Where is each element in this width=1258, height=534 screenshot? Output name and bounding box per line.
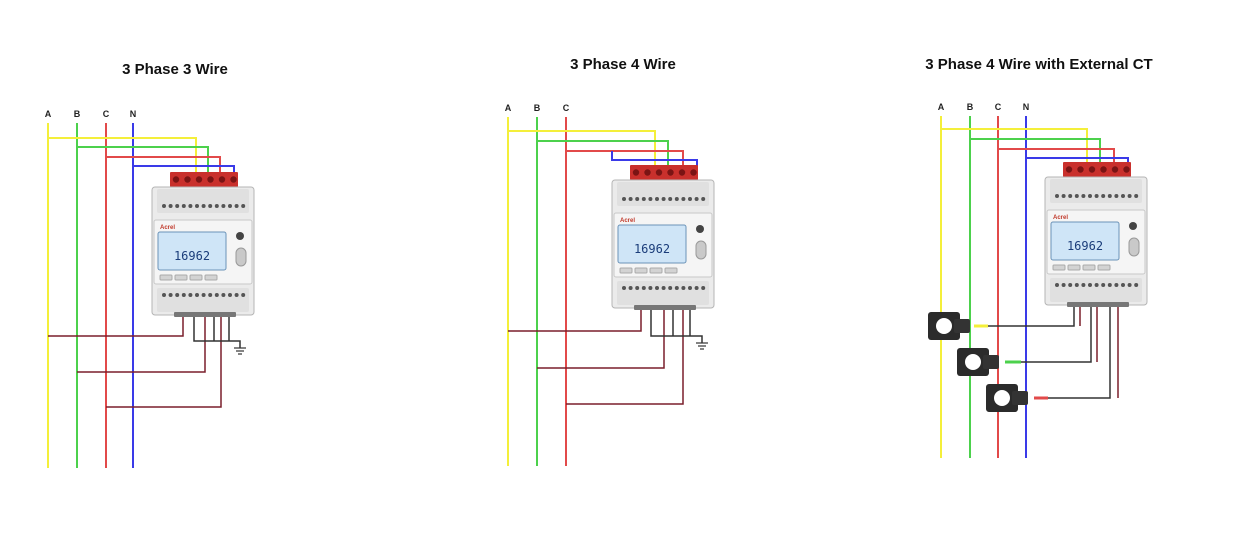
- lcd-reading: 16962: [634, 242, 670, 256]
- diagram-3p3w: 3 Phase 3 Wire A B C N: [45, 61, 255, 468]
- current-line-a: [508, 309, 642, 332]
- wire-labels: A B C N: [45, 109, 137, 119]
- energy-meter: Acrel 16962: [611, 165, 715, 310]
- ct-output-lines: [988, 305, 1119, 399]
- wire-label-b: B: [74, 109, 81, 119]
- phase-lines: [47, 123, 235, 468]
- current-line-b: [537, 309, 665, 369]
- ct-clamp-icon: [928, 312, 970, 340]
- phase-c-tap: [106, 156, 221, 178]
- wire-label-a: A: [505, 103, 512, 113]
- phase-a-tap: [508, 130, 656, 170]
- wire-label-n: N: [1023, 102, 1030, 112]
- brand-logo: Acrel: [1053, 215, 1068, 221]
- wire-label-b: B: [534, 103, 541, 113]
- diagram-title: 3 Phase 4 Wire with External CT: [925, 56, 1152, 73]
- wire-labels: A B C: [505, 103, 570, 113]
- phase-a-tap: [48, 137, 197, 178]
- diagram-3p4w-external-ct: 3 Phase 4 Wire with External CT A B C N: [925, 56, 1153, 458]
- energy-meter: Acrel 16962: [151, 172, 255, 317]
- wire-label-a: A: [938, 102, 945, 112]
- ground-icon: [696, 342, 708, 350]
- current-line-c: [106, 316, 222, 408]
- wire-label-c: C: [995, 102, 1002, 112]
- wire-label-b: B: [967, 102, 974, 112]
- phase-c-tap: [566, 150, 684, 170]
- phase-a-tap: [941, 128, 1088, 167]
- ground-icon: [234, 347, 246, 355]
- current-lines: [508, 309, 684, 405]
- current-transformers: [928, 312, 1028, 412]
- current-lines: [48, 316, 222, 408]
- wire-label-a: A: [45, 109, 52, 119]
- wire-labels: A B C N: [938, 102, 1030, 112]
- ground-return: [193, 316, 241, 348]
- current-line-b: [77, 316, 206, 373]
- ground-return: [650, 309, 703, 343]
- brand-logo: Acrel: [620, 218, 635, 224]
- current-line-a: [48, 316, 184, 337]
- wire-label-n: N: [130, 109, 137, 119]
- lcd-reading: 16962: [174, 249, 210, 263]
- diagram-title: 3 Phase 3 Wire: [122, 61, 228, 78]
- current-line-c: [566, 309, 684, 405]
- phase-c-tap: [998, 148, 1115, 167]
- lcd-reading: 16962: [1067, 239, 1103, 253]
- diagram-title: 3 Phase 4 Wire: [570, 56, 676, 73]
- ct-lead-marks: [974, 324, 1048, 400]
- diagram-3p4w: 3 Phase 4 Wire A B C: [505, 56, 715, 466]
- ct-clamp-icon: [957, 348, 999, 376]
- wire-label-c: C: [103, 109, 110, 119]
- energy-meter: Acrel 16962: [1044, 162, 1148, 307]
- brand-logo: Acrel: [160, 225, 175, 231]
- phase-b-tap: [77, 146, 209, 178]
- wire-label-c: C: [563, 103, 570, 113]
- ct-clamp-icon: [986, 384, 1028, 412]
